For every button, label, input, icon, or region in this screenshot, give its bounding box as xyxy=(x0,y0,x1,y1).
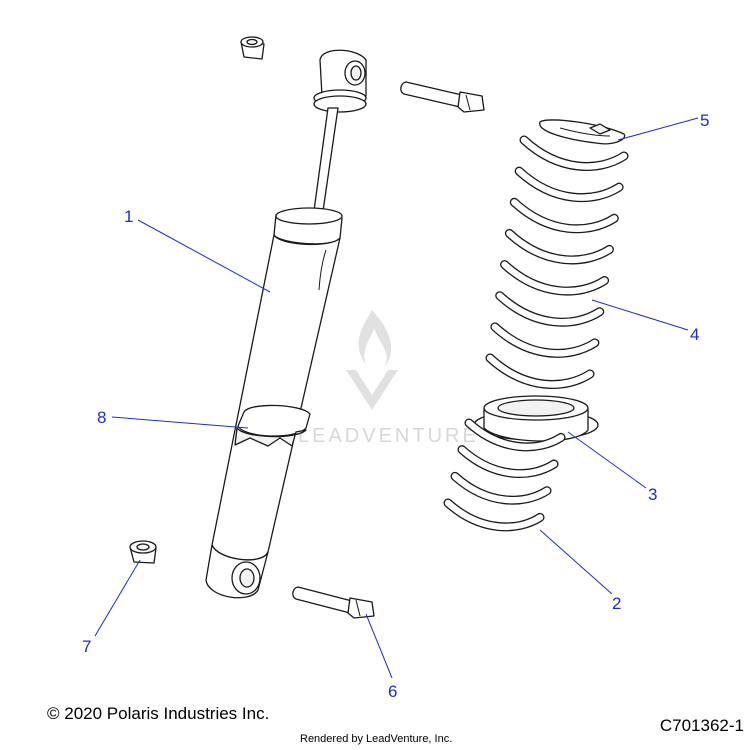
callout-5[interactable]: 5 xyxy=(700,111,709,130)
callout-3[interactable]: 3 xyxy=(648,485,657,504)
lower-spring-turn xyxy=(444,499,544,530)
main-coil-spring[interactable] xyxy=(485,135,629,389)
main-spring-turn xyxy=(486,354,594,388)
watermark-text: LEADVENTURE xyxy=(298,425,479,447)
shock-absorber[interactable] xyxy=(205,49,367,599)
leader-7 xyxy=(94,559,141,637)
lower-spring-turn xyxy=(451,473,551,504)
main-spring-turn xyxy=(515,167,623,201)
lower-spring-turn xyxy=(465,419,565,450)
bolt-lower[interactable] xyxy=(292,586,375,619)
callout-8[interactable]: 8 xyxy=(97,408,106,427)
callout-6[interactable]: 6 xyxy=(388,682,397,701)
callout-labels: 1 2 3 4 5 6 7 8 xyxy=(82,111,709,701)
main-spring-turn xyxy=(491,323,599,357)
main-spring-turn xyxy=(496,292,603,326)
bushing-top[interactable] xyxy=(240,36,265,60)
main-spring-turn xyxy=(511,199,618,232)
leader-8 xyxy=(111,416,249,429)
main-spring-turn xyxy=(501,261,608,295)
leadventure-watermark: LEADVENTURE xyxy=(298,310,479,447)
spring-retainer-upper[interactable] xyxy=(539,119,626,145)
lower-coil-spring[interactable] xyxy=(443,418,566,532)
bushing-lower[interactable] xyxy=(129,540,157,564)
main-spring-turn xyxy=(520,136,628,170)
leader-2 xyxy=(539,529,613,595)
leader-lines xyxy=(94,117,699,679)
copyright-notice: © 2020 Polaris Industries Inc. xyxy=(47,704,270,723)
leader-4 xyxy=(591,299,689,331)
callout-2[interactable]: 2 xyxy=(612,594,621,613)
rendered-by: Rendered by LeadVenture, Inc. xyxy=(300,733,453,745)
callout-7[interactable]: 7 xyxy=(82,637,91,656)
leader-6 xyxy=(365,613,393,679)
leader-3 xyxy=(567,431,647,489)
leader-1 xyxy=(137,219,271,293)
callout-4[interactable]: 4 xyxy=(690,325,699,344)
main-spring-turn xyxy=(506,230,613,264)
callout-1[interactable]: 1 xyxy=(124,207,133,226)
lower-spring-turn xyxy=(458,446,558,477)
bolt-upper[interactable] xyxy=(400,81,485,113)
drawing-id: C701362-1 xyxy=(659,716,744,735)
leader-5 xyxy=(617,117,699,141)
